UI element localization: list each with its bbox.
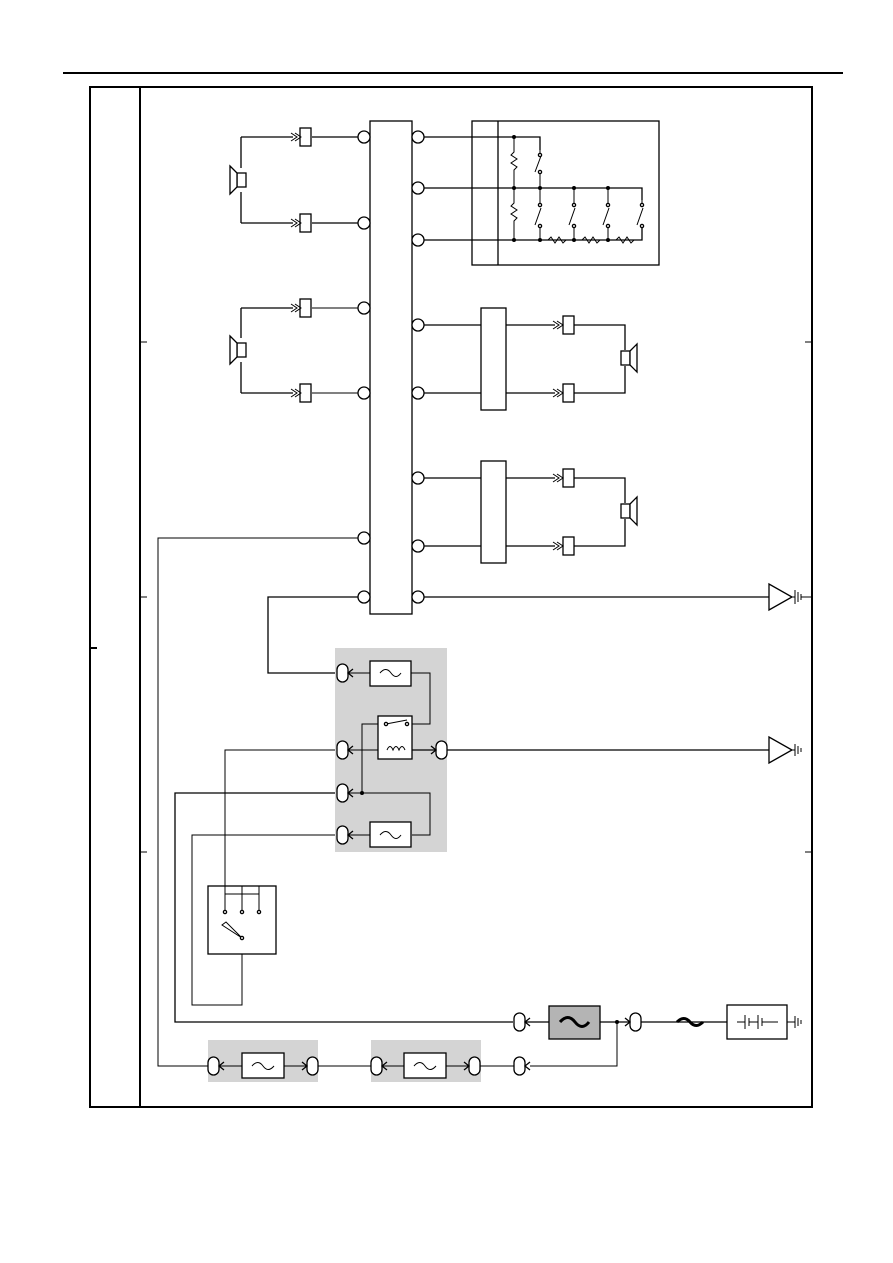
relay <box>348 715 436 793</box>
head-unit-left-pins <box>357 130 371 604</box>
head-unit-right-pins <box>411 130 425 604</box>
ignition-switch <box>207 885 277 955</box>
fuse-4 <box>207 1040 371 1082</box>
amplifier-2 <box>424 460 507 564</box>
speaker-rear-right <box>506 468 638 556</box>
speaker-rear-left <box>229 298 358 403</box>
battery <box>726 1004 802 1040</box>
fuse-2 <box>348 821 412 848</box>
ground-2 <box>447 735 802 765</box>
wire-harness-left <box>157 537 513 1067</box>
ground-1 <box>424 582 812 612</box>
speaker-front-left <box>229 127 358 233</box>
fuse-1 <box>348 660 431 725</box>
head-unit <box>357 120 425 615</box>
junction-block-relay <box>335 648 448 852</box>
steering-pad-switch <box>424 120 660 266</box>
speaker-front-right <box>506 315 638 403</box>
amplifier-1 <box>424 307 507 411</box>
fuse-3 <box>370 1040 514 1082</box>
main-fusible-link <box>513 1005 727 1076</box>
